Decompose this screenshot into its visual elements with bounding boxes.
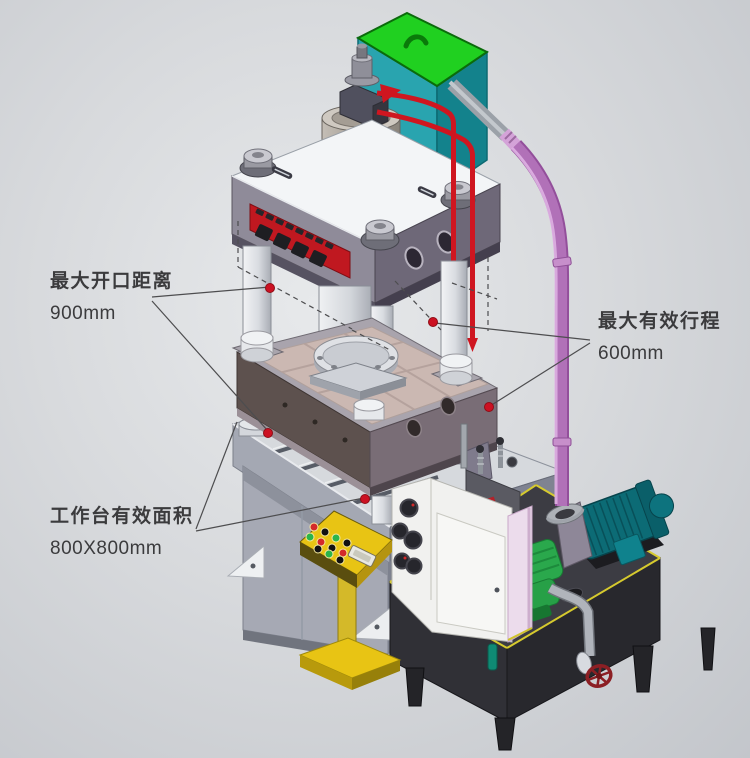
nameplate (249, 203, 351, 279)
electric-motor (570, 479, 675, 566)
column-nut (440, 181, 476, 210)
control-cabinet (391, 477, 533, 643)
callout-worktable-area-value: 800X800mm (50, 538, 163, 559)
callout-worktable-area-label: 工作台有效面积 (50, 506, 194, 527)
measurement-dots (263, 283, 494, 504)
column-boss (430, 353, 484, 387)
callout-max-opening: 最大开口距离 900mm (50, 266, 173, 325)
callout-worktable-area: 工作台有效面积 800X800mm (50, 501, 194, 560)
pendant-display (347, 545, 377, 567)
column-nut (360, 219, 400, 251)
column-boss (231, 330, 285, 363)
callout-max-stroke-label: 最大有效行程 (598, 311, 722, 332)
pendant-buttons (305, 522, 352, 565)
leader-lines (151, 286, 591, 532)
callout-max-stroke: 最大有效行程 600mm (598, 306, 721, 365)
door-handle (494, 587, 500, 593)
ram-flange (308, 335, 408, 400)
drain-valve (547, 583, 613, 689)
lid-handle (403, 34, 429, 49)
column-boss (353, 398, 385, 421)
top-beam (230, 119, 502, 313)
control-pendant (298, 510, 402, 690)
valve-handwheel (585, 663, 613, 689)
column-nut (239, 148, 277, 178)
callout-max-stroke-value: 600mm (598, 343, 664, 364)
tank-leg (405, 627, 716, 751)
gauge-panel (391, 498, 423, 575)
callout-max-opening-value: 900mm (50, 303, 116, 324)
callout-max-opening-label: 最大开口距离 (50, 271, 174, 292)
suction-hose (447, 79, 585, 525)
cabinet-door (436, 512, 506, 635)
foot-gusset (226, 544, 265, 579)
moving-platen (231, 317, 499, 496)
oil-level-gauge (487, 643, 498, 671)
